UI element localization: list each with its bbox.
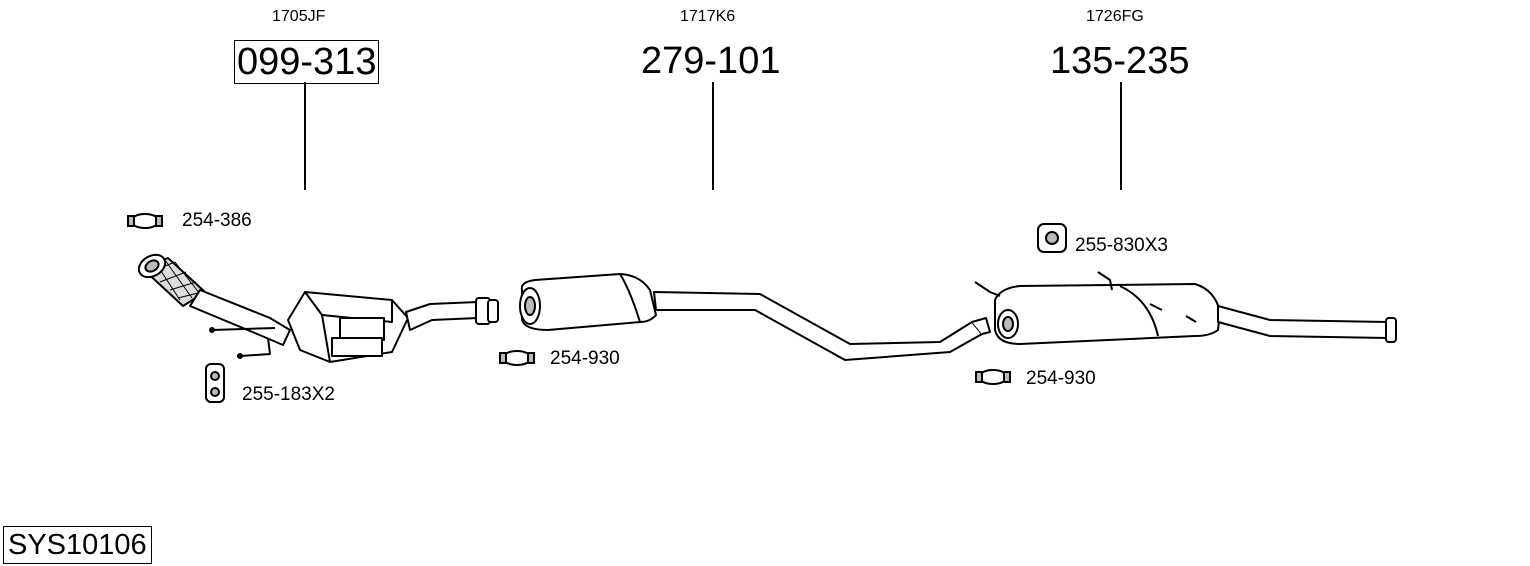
clamp-icon (127, 213, 163, 229)
clamp-icon (499, 350, 535, 366)
accessory-label: 254-930 (550, 348, 620, 369)
rubber-hanger-icon (1037, 223, 1067, 253)
part-number-rear: 135-235 (1050, 40, 1190, 82)
part-number-middle: 279-101 (641, 40, 781, 82)
rear-silencer-part (974, 271, 1397, 345)
accessory-label: 255-183X2 (242, 384, 335, 405)
oe-number-front: 1705JF (272, 8, 326, 25)
oe-number-rear: 1726FG (1086, 8, 1144, 25)
accessory-label: 255-830X3 (1075, 235, 1168, 256)
clamp-icon (975, 369, 1011, 385)
accessory-label: 254-930 (1026, 368, 1096, 389)
rubber-hanger-icon (205, 363, 225, 403)
part-number-front: 099-313 (234, 40, 380, 84)
system-number: SYS10106 (3, 526, 152, 564)
accessory-label: 254-386 (182, 210, 252, 231)
front-pipe-catalyst-part (137, 253, 499, 363)
middle-silencer-part (519, 273, 991, 361)
oe-number-middle: 1717K6 (680, 8, 736, 25)
